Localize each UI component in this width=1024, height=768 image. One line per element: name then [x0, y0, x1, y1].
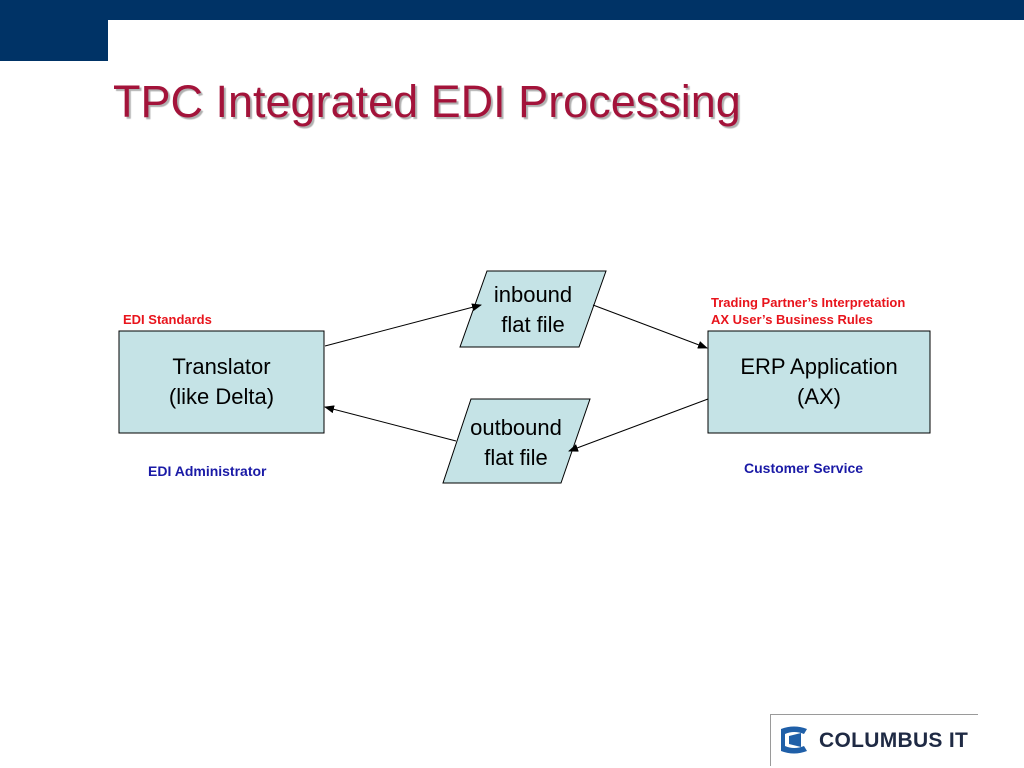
outbound-file-shape [442, 398, 591, 484]
erp-box [707, 330, 931, 434]
outbound-line1: outbound [470, 415, 562, 440]
outbound-label: outbound flat file [446, 413, 586, 473]
erp-line1: ERP Application [740, 354, 898, 379]
columbus-logo-mark-icon [781, 726, 807, 754]
arrow-erp-to-outbound [568, 398, 709, 452]
logo-text: COLUMBUS IT [819, 729, 969, 752]
slide-title: TPC Integrated EDI Processing [113, 76, 741, 127]
customer-service-label: Customer Service [744, 460, 864, 476]
inbound-line2: flat file [501, 312, 565, 337]
arrow-translator-to-inbound [324, 303, 482, 347]
header-bar [0, 0, 1024, 20]
arrow-inbound-to-erp [592, 304, 708, 349]
inbound-line1: inbound [493, 282, 573, 307]
edi-standards-label: EDI Standards [123, 312, 212, 327]
erp-label: ERP Application (AX) [708, 352, 930, 412]
translator-label: Translator (like Delta) [119, 352, 324, 412]
header-corner-block [0, 0, 108, 61]
erp-line2: (AX) [797, 384, 841, 409]
inbound-file-shape [459, 270, 607, 348]
ax-rules-label: AX User’s Business Rules [711, 312, 873, 327]
translator-box [118, 330, 325, 434]
outbound-line2: flat file [484, 445, 548, 470]
trading-partner-label: Trading Partner’s Interpretation [711, 295, 906, 310]
inbound-label: inbound flat file [463, 280, 603, 340]
columbus-it-logo: COLUMBUS IT [770, 714, 978, 766]
translator-line1: Translator [172, 354, 271, 379]
edi-admin-label: EDI Administrator [148, 463, 267, 479]
translator-line2: (like Delta) [168, 384, 275, 409]
arrow-outbound-to-translator [324, 405, 457, 442]
